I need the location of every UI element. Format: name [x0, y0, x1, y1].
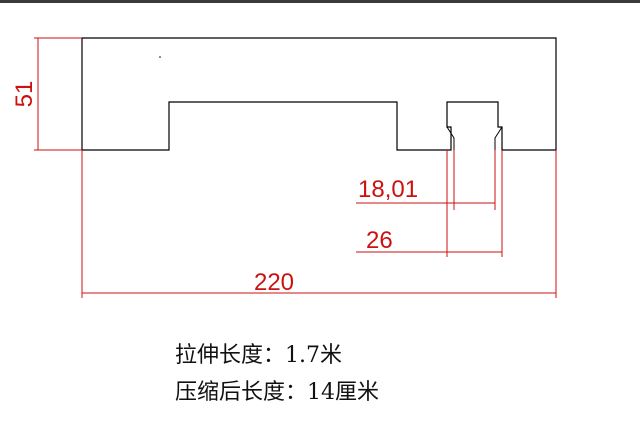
height-dimension: [34, 37, 82, 151]
inner-slot-dimension: [356, 150, 496, 210]
outer-slot-dimension: [356, 150, 503, 257]
slot-chamfer-left: [446, 126, 455, 150]
total-width-dimension: [81, 150, 557, 298]
slot-chamfer-right: [494, 126, 503, 150]
outer-slot-dimension-label: 26: [366, 227, 393, 254]
total-width-dimension-label: 220: [254, 269, 294, 296]
window-top-border: [0, 0, 640, 3]
drawing-dot: [159, 56, 161, 58]
stretch-length-note: 拉伸长度：1.7米: [175, 343, 342, 368]
compressed-length-note: 压缩后长度：14厘米: [175, 380, 379, 405]
inner-slot-dimension-label: 18,01: [358, 176, 418, 203]
height-dimension-label: 51: [11, 81, 38, 108]
profile-outline: [81, 37, 557, 151]
